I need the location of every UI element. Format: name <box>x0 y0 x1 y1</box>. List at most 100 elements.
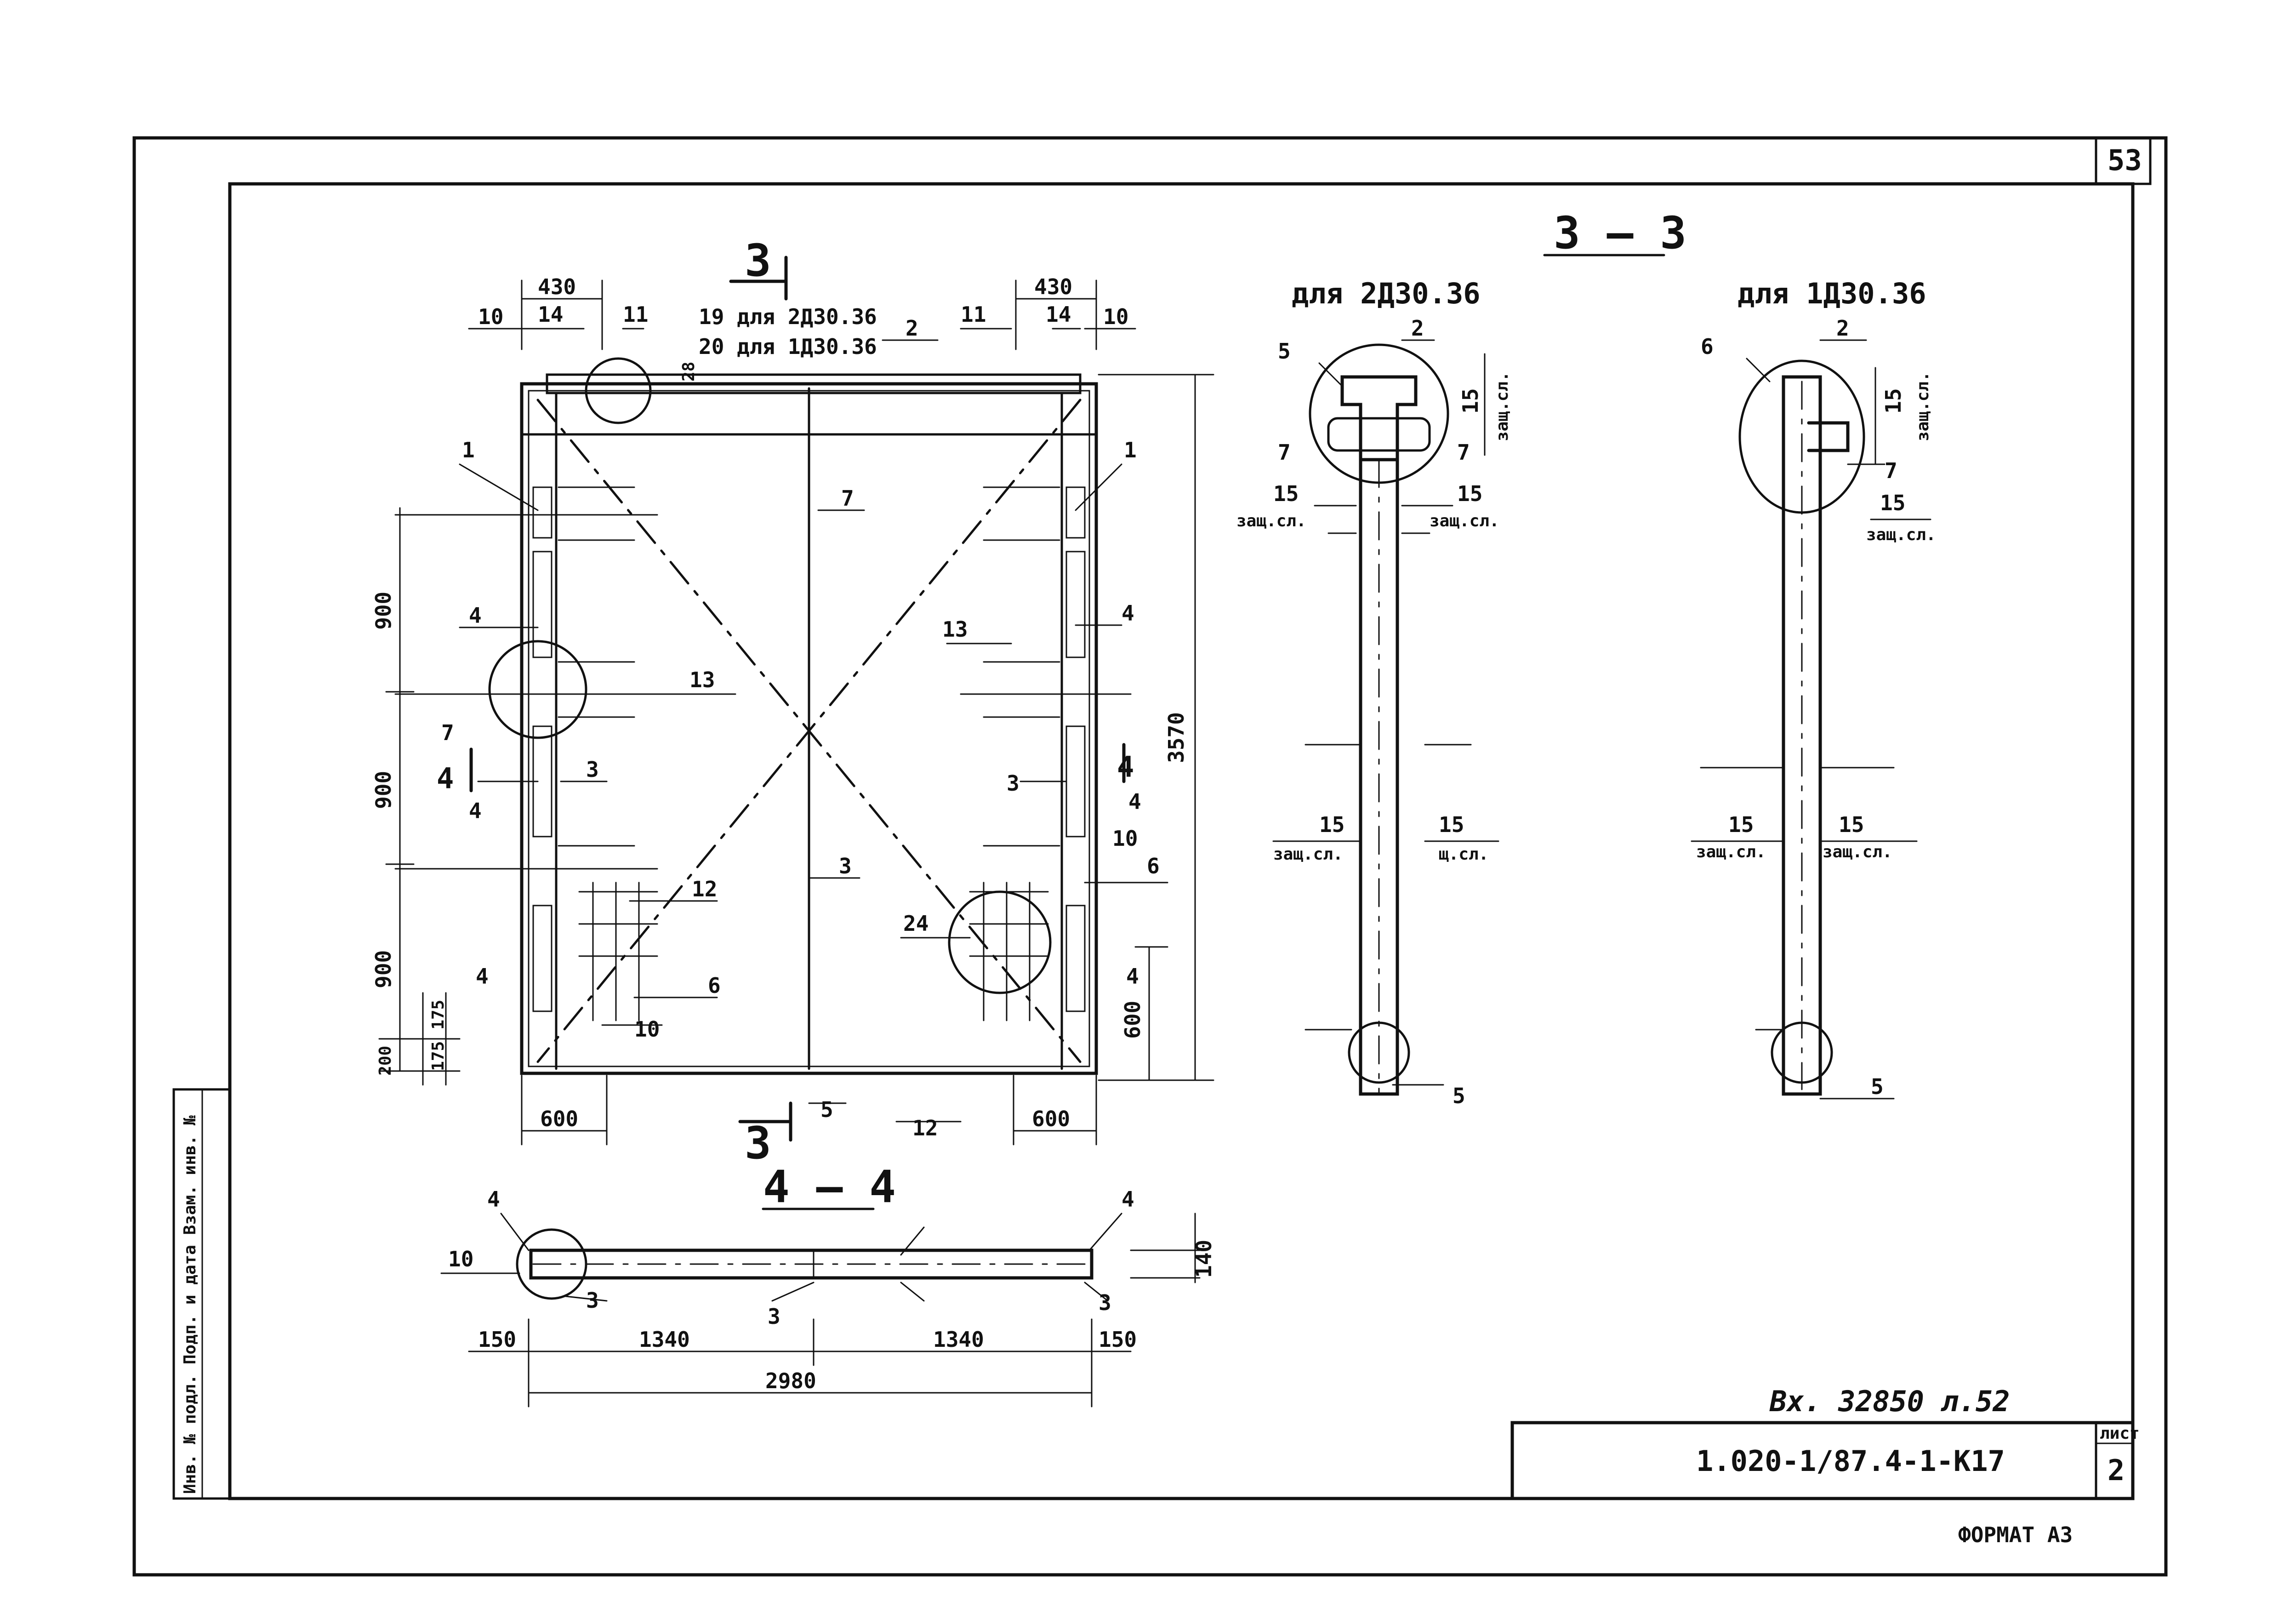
p2-cover-right: 15 <box>1457 481 1482 506</box>
plan-callouts <box>459 328 1168 1123</box>
p2-cover-note-mid-right: щ.сл. <box>1439 845 1488 864</box>
s44-callout-3-b: 3 <box>768 1304 780 1329</box>
s44-callout-3-c: 3 <box>1099 1290 1111 1315</box>
section-mark-4-right: 4 <box>1117 750 1134 784</box>
format-label: ФОРМАТ А3 <box>1958 1522 2073 1547</box>
callout-11-left: 11 <box>623 302 648 327</box>
callout-5-plan: 5 <box>820 1097 833 1122</box>
callout-14-left: 14 <box>538 302 563 327</box>
callout-3-left: 3 <box>586 757 599 782</box>
p2-cover-note-right: защ.сл. <box>1430 512 1499 530</box>
dim-top-left: 430 <box>538 274 576 299</box>
p2-callout-2: 2 <box>1411 316 1424 341</box>
dim-span-1: 900 <box>371 592 396 630</box>
callout-13-left: 13 <box>689 667 715 692</box>
callout-2: 2 <box>906 316 918 341</box>
dim-bottom-left: 600 <box>540 1106 578 1131</box>
section-33-left-title: для 2Д30.36 <box>1292 277 1481 310</box>
dim-top-right: 430 <box>1034 274 1072 299</box>
profile-1d3036 <box>1691 339 1931 1100</box>
section-mark-top: 3 <box>745 235 771 286</box>
callout-4-right-b: 4 <box>1128 789 1141 814</box>
dim-edge-left: 10 <box>478 304 503 329</box>
dim-bottom-right: 600 <box>1032 1106 1070 1131</box>
p1-cover-note-mid-left: защ.сл. <box>1696 843 1766 861</box>
callout-1-left: 1 <box>462 438 475 462</box>
callout-7-top: 7 <box>841 486 854 511</box>
plan-view <box>394 357 1132 1075</box>
section-44-labels: 4 – 4 4 4 1 10 3 3 3 140 150 1340 1340 1… <box>448 1161 1216 1393</box>
plan-dim-labels: 430 430 10 10 28 3570 900 900 900 175 17… <box>371 235 1189 1169</box>
section-mark-bottom: 3 <box>745 1117 771 1169</box>
p2-callout-5-bottom: 5 <box>1453 1083 1465 1108</box>
callout-1-right: 1 <box>1124 438 1137 462</box>
s44-height: 140 <box>1191 1240 1216 1278</box>
s44-callout-4-left: 4 <box>487 1187 500 1212</box>
s44-dim-1340-left: 1340 <box>639 1327 690 1352</box>
plan-dimensions <box>378 256 1214 1145</box>
callout-13-right: 13 <box>942 617 968 642</box>
dim-bottom-1: 175 <box>429 1000 448 1030</box>
dim-span-3: 900 <box>371 950 396 988</box>
hinge-grid-left <box>578 882 658 1021</box>
sheet-number: 2 <box>2108 1453 2125 1487</box>
dim-right-low: 600 <box>1120 1001 1145 1039</box>
s44-dim-total: 2980 <box>765 1368 816 1393</box>
p1-cover-mid-right: 15 <box>1839 812 1864 837</box>
detail-circle-bottom-right <box>948 890 1052 994</box>
s44-dim-150-right: 150 <box>1099 1327 1137 1352</box>
p1-cover-note-top: защ.сл. <box>1866 525 1936 544</box>
p2-cover-left: 15 <box>1273 481 1299 506</box>
note-19: 19 для 2Д30.36 <box>699 304 877 329</box>
hinge-grid-right <box>969 882 1049 1021</box>
s44-callout-3-a: 3 <box>586 1288 599 1313</box>
callout-3-right: 3 <box>1007 771 1020 796</box>
s44-dim-150-left: 150 <box>478 1327 516 1352</box>
dim-bottom-3: 200 <box>376 1046 395 1076</box>
callout-10-right: 10 <box>1112 826 1138 851</box>
plan-callout-labels: 1 1 14 11 2 11 14 7 4 4 13 13 7 4 3 3 4 … <box>437 302 1160 1140</box>
p2-cover-note-mid-left: защ.сл. <box>1273 845 1343 864</box>
dim-bottom-2: 175 <box>429 1041 448 1071</box>
profile-1d3036-labels: 6 2 7 15 защ.сл. 15 защ.сл. 15 защ.сл. 1… <box>1696 316 1936 1099</box>
dim-overall-height: 3570 <box>1164 712 1189 763</box>
callout-6-left: 6 <box>708 973 721 998</box>
p1-cover-top: 15 <box>1880 490 1905 515</box>
callout-4-left-b: 4 <box>469 798 482 823</box>
p2-cover-mid-right: 15 <box>1439 812 1464 837</box>
profile-2d3036-labels: 5 2 7 7 15 защ.сл. 15 защ.сл. 15 защ.сл.… <box>1236 316 1512 1108</box>
s44-callout-4-right: 4 <box>1122 1187 1134 1212</box>
dim-edge-right: 10 <box>1103 304 1128 329</box>
p2-callout-7-left: 7 <box>1278 440 1291 465</box>
callout-4-left-a: 4 <box>469 603 482 628</box>
section-44-title: 4 – 4 <box>763 1161 896 1213</box>
side-stamp: Инв. № подл. Подп. и дата Взам. инв. № <box>172 1088 231 1500</box>
p2-cover-mid-left: 15 <box>1319 812 1344 837</box>
page-number: 53 <box>2108 143 2142 177</box>
p1-cover-vert: 15 <box>1881 388 1906 414</box>
profile-2d3036 <box>1272 339 1499 1096</box>
callout-14-right: 14 <box>1046 302 1071 327</box>
section-44 <box>440 1208 1201 1407</box>
callout-24: 24 <box>903 911 929 936</box>
p1-callout-5: 5 <box>1871 1074 1884 1099</box>
s44-callout-10: 10 <box>448 1247 473 1271</box>
callout-10-left: 10 <box>634 1017 660 1042</box>
p1-callout-2: 2 <box>1836 316 1849 341</box>
dim-span-2: 900 <box>371 771 396 809</box>
note-20: 20 для 1Д30.36 <box>699 334 877 359</box>
detail-circle-mid-left <box>488 640 587 739</box>
callout-4-left-c: 4 <box>476 964 489 989</box>
callout-4-right-c: 4 <box>1126 964 1139 989</box>
callout-12-left: 12 <box>692 877 717 901</box>
side-stamp-text: Инв. № подл. Подп. и дата Взам. инв. № <box>181 1115 199 1494</box>
p1-callout-6: 6 <box>1701 334 1714 359</box>
s44-dim-1340-right: 1340 <box>933 1327 984 1352</box>
p2-callout-7-right: 7 <box>1457 440 1470 465</box>
section-33-title: 3 – 3 <box>1554 207 1686 259</box>
p1-cover-note-mid-right: защ.сл. <box>1823 843 1892 861</box>
document-code: 1.020-1/87.4-1-К17 <box>1696 1444 2005 1478</box>
callout-7-left: 7 <box>441 720 454 745</box>
section-33-right-title: для 1Д30.36 <box>1737 277 1926 310</box>
